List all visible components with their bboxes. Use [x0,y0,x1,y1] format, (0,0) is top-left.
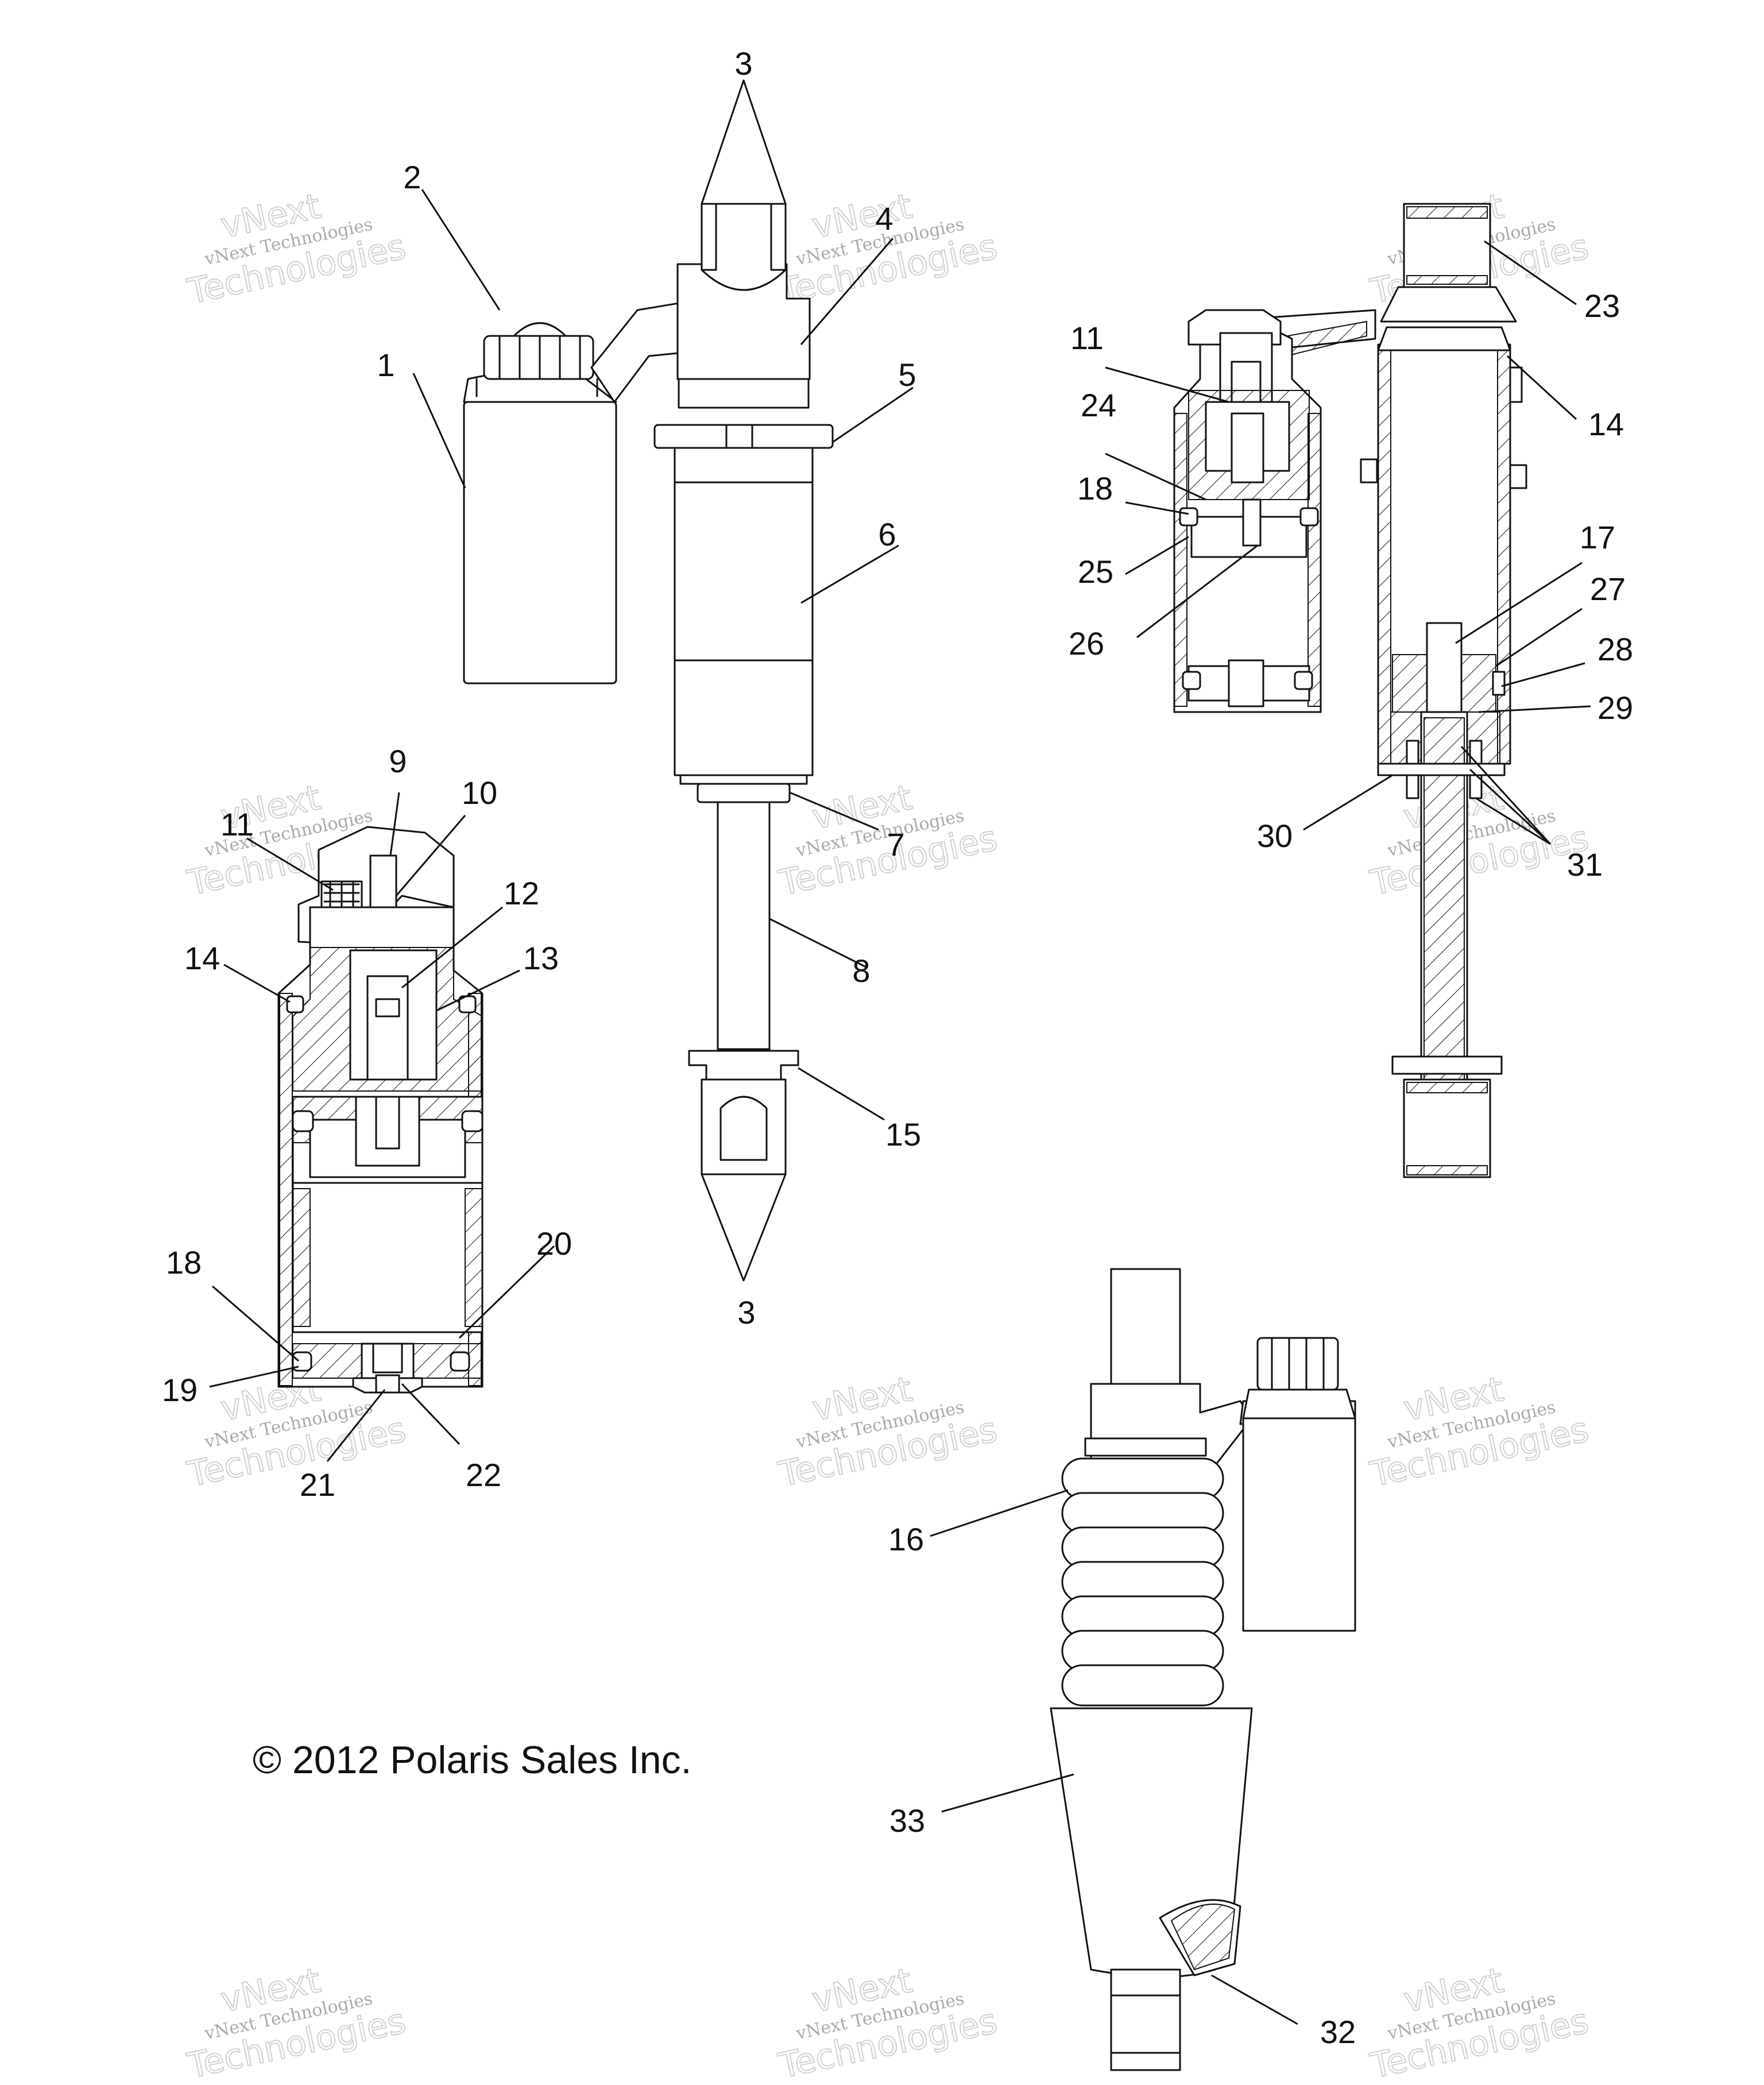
callout-15: 15 [885,1116,921,1152]
watermark: vNext vNext Technologies Technologies [775,1368,1001,1496]
callout-1: 1 [377,347,394,383]
callout-16: 16 [888,1521,924,1557]
callout-6: 6 [878,516,896,552]
callout-20: 20 [536,1225,572,1262]
callout-3-bottom: 3 [737,1294,755,1330]
callout-14-left: 14 [184,940,220,976]
watermark: vNext vNext Technologies Technologies [183,185,410,313]
leader-lines [209,189,1591,2025]
callout-7: 7 [887,826,904,862]
callout-9: 9 [389,743,407,779]
callout-18-left: 18 [166,1244,202,1281]
copyright-notice: © 2012 Polaris Sales Inc. [253,1738,692,1782]
seal-head [697,783,791,803]
callout-25: 25 [1078,554,1113,590]
shock-assembly-exterior [463,79,834,1282]
callout-3-top: 3 [734,45,752,82]
callout-21: 21 [300,1467,335,1503]
callout-11-right: 11 [1070,320,1104,356]
callout-29: 29 [1597,690,1633,726]
callout-28: 28 [1597,631,1633,667]
callout-10: 10 [462,775,497,811]
callout-18-right: 18 [1077,470,1113,506]
callout-4: 4 [875,200,893,237]
top-eyelet-housing [676,263,811,380]
shaft [717,801,771,1050]
callout-19: 19 [162,1372,198,1408]
callout-31: 31 [1567,846,1603,883]
watermark: vNext vNext Technologies Technologies [183,1960,410,2085]
callout-11-left: 11 [220,806,254,842]
callout-22: 22 [466,1457,501,1493]
section-bottom-eye [1403,1078,1491,1178]
callout-12: 12 [504,875,539,911]
spring-retainer [653,424,834,449]
callout-17: 17 [1580,519,1615,555]
callout-32: 32 [1320,2014,1356,2050]
callout-8: 8 [852,953,870,989]
callout-2: 2 [403,159,421,195]
watermark: vNext vNext Technologies Technologies [1366,1960,1593,2085]
watermark: vNext vNext Technologies Technologies [775,1960,1001,2085]
callout-5: 5 [898,357,916,393]
bottom-stop [688,1050,799,1081]
spring-reservoir [1242,1417,1356,1632]
callout-27: 27 [1590,571,1626,607]
callout-labels: 1 2 3 3 4 5 6 7 8 9 10 11 11 12 13 14 14… [162,45,1633,2050]
watermark: vNext vNext Technologies Technologies [1366,1368,1593,1496]
top-eyelet [701,203,787,291]
coil-spring [1061,1457,1224,1707]
callout-33: 33 [889,1802,925,1839]
callout-30: 30 [1257,818,1293,854]
reservoir-body [463,401,617,684]
reservoir-cutaway [277,826,483,1394]
shock-with-spring-and-cover [1050,1268,1356,2071]
callout-24: 24 [1081,387,1116,423]
shock-cross-section [1173,203,1527,1178]
callout-26: 26 [1069,625,1104,662]
watermark: vNext vNext Technologies Technologies [775,185,1001,313]
shock-body [674,481,814,776]
callout-14-right: 14 [1588,406,1624,442]
callout-13: 13 [523,940,559,976]
callout-23: 23 [1584,288,1620,324]
